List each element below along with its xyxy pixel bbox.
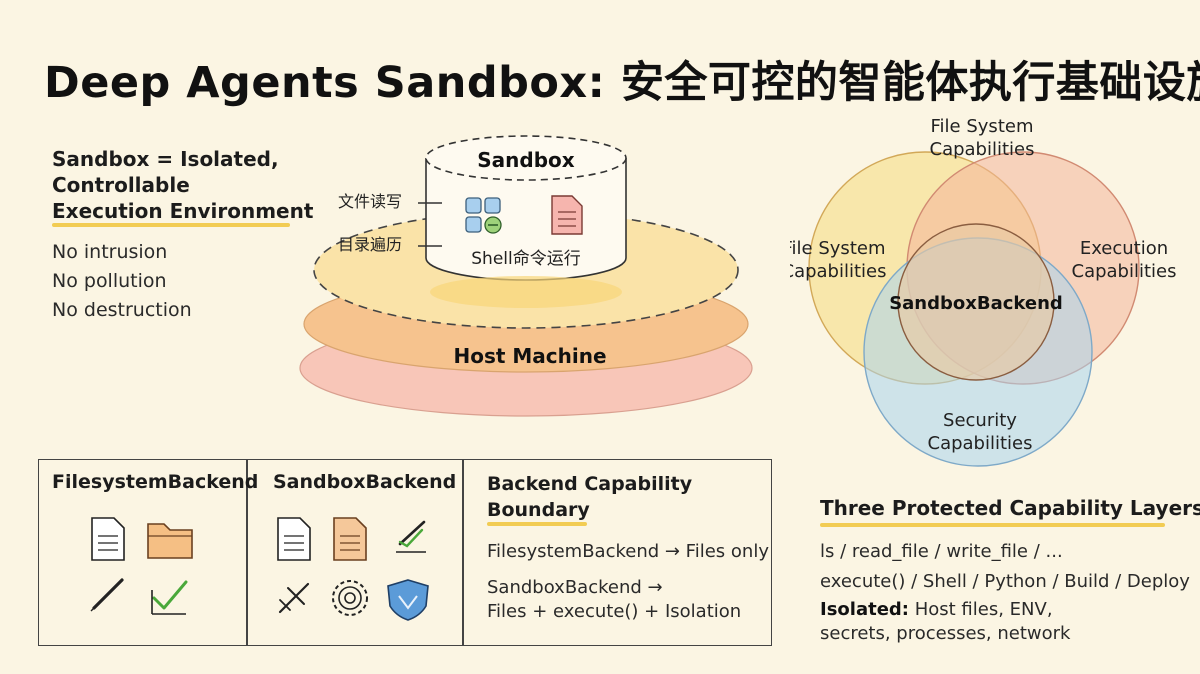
list-item: No intrusion [52, 241, 168, 263]
layer-rest: Host files, ENV, [909, 599, 1053, 620]
annotation-file-rw: 文件读写 [338, 192, 402, 211]
layer-strong-label: Isolated: [820, 599, 909, 620]
sandbox-backend-icons [277, 517, 429, 621]
intro-heading-line: Controllable [52, 173, 190, 197]
intro-heading-line: Sandbox = Isolated, [52, 147, 279, 171]
boundary-line: Files + execute() + Isolation [487, 601, 742, 622]
sandbox-layer-diagram: Sandbox Shell命令运行 Host Machine 文件读写 目录遍历 [299, 135, 753, 417]
list-item: No destruction [52, 299, 192, 321]
venn-top-label: Capabilities [930, 139, 1035, 160]
pencil-icon [90, 578, 124, 612]
highlight-underline [52, 223, 290, 227]
boundary-line: FilesystemBackend → Files only [487, 541, 769, 562]
page-title: Deep Agents Sandbox: 安全可控的智能体执行基础设施 [44, 58, 1200, 108]
venn-bottom-label: Security [943, 410, 1017, 431]
boundary-title: Backend Capability Boundary [487, 471, 692, 523]
document-icon [277, 517, 311, 561]
document-icon [91, 517, 125, 561]
host-machine-label: Host Machine [453, 344, 606, 368]
intro-heading-line: Execution Environment [52, 199, 314, 223]
folder-icon [147, 523, 193, 559]
venn-center-label: SandboxBackend [889, 293, 1063, 314]
layer-line: execute() / Shell / Python / Build / Dep… [820, 571, 1190, 592]
venn-right-label: Execution [1080, 238, 1168, 259]
layer-line: Isolated: Host files, ENV, [820, 599, 1053, 620]
venn-bottom-label: Capabilities [928, 433, 1033, 454]
boundary-title-line: Backend Capability [487, 473, 693, 495]
intro-heading: Sandbox = Isolated, Controllable Executi… [52, 146, 313, 224]
layer-line: secrets, processes, network [820, 623, 1071, 644]
gear-icon [332, 580, 368, 616]
intro-list: No intrusion No pollution No destruction [52, 238, 192, 325]
boundary-line: SandboxBackend → [487, 577, 663, 598]
filesystem-backend-title: FilesystemBackend [52, 471, 259, 493]
cylinder-glow [430, 276, 622, 308]
grid-apps-icon [465, 197, 502, 234]
checkmark-icon [151, 580, 188, 615]
sandbox-label: Sandbox [477, 148, 575, 172]
capability-venn-diagram: File System Capabilities File System Cap… [790, 116, 1177, 467]
highlight-underline [820, 523, 1165, 527]
boundary-title-line: Boundary [487, 499, 590, 521]
layers-title: Three Protected Capability Layers [820, 496, 1200, 520]
filesystem-backend-icons [90, 517, 193, 615]
backends-comparison-box [38, 459, 772, 646]
shield-icon [387, 579, 429, 621]
venn-left-label: Capabilities [790, 261, 887, 282]
highlight-underline [487, 522, 587, 526]
venn-left-label: File System [790, 238, 885, 259]
document-icon [551, 195, 583, 235]
column-divider [246, 459, 248, 646]
column-divider [462, 459, 464, 646]
venn-right-label: Capabilities [1072, 261, 1177, 282]
document-lines-icon [333, 517, 367, 561]
airplane-icon [278, 582, 310, 614]
venn-center [897, 223, 1055, 381]
venn-top-label: File System [931, 116, 1034, 137]
sandbox-cylinder-top [425, 135, 627, 181]
layer-line: ls / read_file / write_file / ... [820, 541, 1063, 562]
annotation-dir: 目录遍历 [338, 235, 402, 254]
list-item: No pollution [52, 270, 167, 292]
shell-label: Shell命令运行 [471, 249, 580, 269]
pencil-check-icon [396, 520, 426, 553]
sandbox-backend-title: SandboxBackend [273, 471, 457, 493]
